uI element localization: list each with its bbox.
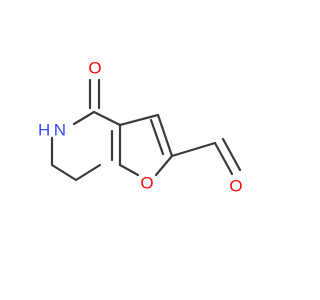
amide-nitrogen-label: H N — [38, 121, 66, 140]
bond-c2-cho — [170, 141, 217, 158]
bond-c4-c3a — [92, 110, 122, 127]
bond-c3-c3a — [118, 113, 160, 127]
bond-o1-c2 — [154, 154, 174, 177]
bond-c4-n5 — [72, 110, 96, 126]
bond-c7-c7a — [74, 163, 102, 182]
aldehyde-oxygen-label: O — [229, 177, 242, 196]
structure-canvas: O H N O O — [38, 59, 243, 196]
bond-cho-o-a — [213, 141, 234, 176]
bond-layer — [50, 78, 242, 182]
bond-c2-c3-a — [156, 113, 174, 158]
molecule-diagram: O H N O O — [38, 58, 243, 196]
bond-cho-o-b — [221, 137, 242, 172]
bond-c7a-o1 — [118, 163, 140, 177]
bond-c2-c3-b — [149, 118, 165, 156]
furan-oxygen-label: O — [140, 174, 153, 193]
bond-c6-c7 — [50, 163, 78, 182]
ketone-oxygen-label: O — [88, 59, 101, 78]
atom-label-layer: O H N O O — [38, 59, 243, 196]
